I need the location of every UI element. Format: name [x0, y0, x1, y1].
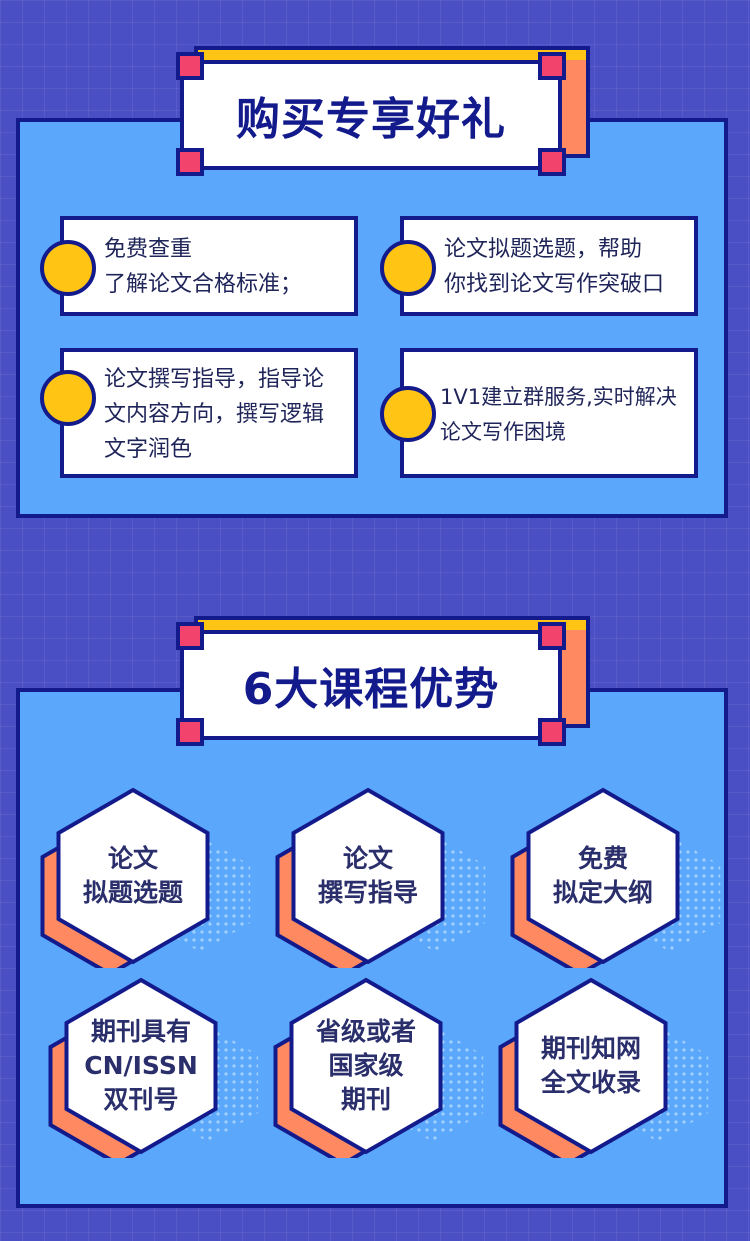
- gift-card: 1V1建立群服务,实时解决 论文写作困境: [380, 348, 698, 478]
- hex-face: [526, 787, 680, 965]
- hex-face: [289, 977, 443, 1155]
- hex-face: [291, 787, 445, 965]
- advantage-hexagon: 省级或者 国家级 期刊: [263, 974, 484, 1158]
- corner-square: [176, 52, 204, 80]
- bullet-dot: [40, 370, 96, 426]
- corner-square: [176, 148, 204, 176]
- bullet-dot: [40, 240, 96, 296]
- advantage-hexagon: 免费 拟定大纲: [500, 784, 721, 968]
- advantage-hexagon: 论文 撰写指导: [265, 784, 486, 968]
- corner-square: [538, 622, 566, 650]
- corner-square: [176, 622, 204, 650]
- advantages-title: 6大课程优势: [242, 664, 500, 715]
- advantage-label: 论文 拟题选题: [82, 844, 183, 907]
- hex-face: [514, 977, 668, 1155]
- gift-title: 购买专享好礼: [236, 94, 506, 145]
- corner-square: [538, 52, 566, 80]
- advantage-hexagon: 论文 拟题选题: [30, 784, 251, 968]
- advantage-label: 期刊具有 CN/ISSN 双刊号: [84, 1017, 198, 1114]
- bullet-dot: [380, 240, 436, 296]
- advantage-hexagon: 期刊知网 全文收录: [488, 974, 709, 1158]
- corner-square: [538, 718, 566, 746]
- advantage-hexagon: 期刊具有 CN/ISSN 双刊号: [38, 974, 259, 1158]
- advantage-label: 期刊知网 全文收录: [540, 1034, 641, 1097]
- advantage-label: 免费 拟定大纲: [552, 844, 653, 907]
- advantage-label: 省级或者 国家级 期刊: [315, 1017, 416, 1114]
- gift-card: 论文撰写指导，指导论 文内容方向，撰写逻辑 文字润色: [40, 348, 358, 478]
- gift-card: 论文拟题选题，帮助 你找到论文写作突破口: [380, 216, 698, 316]
- advantage-label: 论文 撰写指导: [317, 844, 418, 907]
- bullet-dot: [380, 386, 436, 442]
- corner-square: [538, 148, 566, 176]
- hex-face: [56, 787, 210, 965]
- corner-square: [176, 718, 204, 746]
- gift-card: 免费查重 了解论文合格标准；: [40, 216, 358, 316]
- advantages-title-banner: 6大课程优势: [176, 616, 590, 746]
- hex-face: [64, 977, 218, 1155]
- gift-title-banner: 购买专享好礼: [176, 46, 590, 176]
